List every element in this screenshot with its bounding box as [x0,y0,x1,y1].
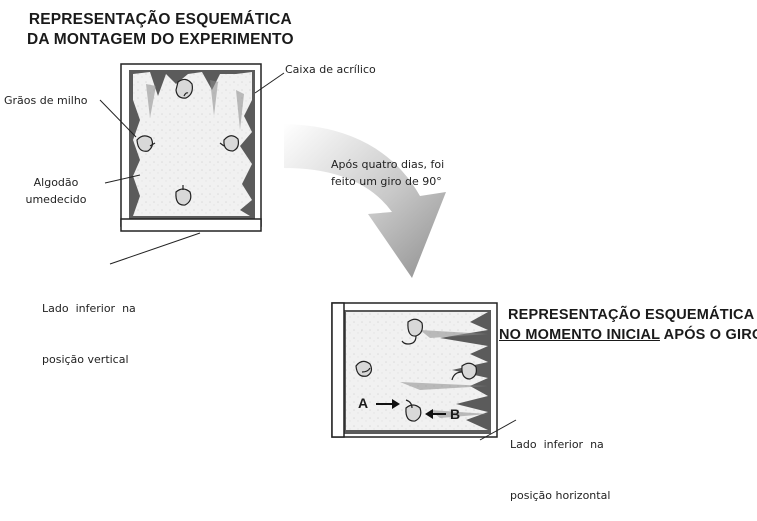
corn-grain [355,360,373,377]
label-algodao-line1: Algodão [33,176,79,189]
corn-grain [401,318,423,345]
leader-lado-horizontal [479,419,517,441]
corn-grain [175,78,193,99]
marker-a: A [358,395,369,411]
top-title-line2: DA MONTAGEM DO EXPERIMENTO [27,31,294,48]
label-algodao-line2: umedecido [25,193,87,206]
leader-lines-top [99,72,285,265]
corn-grain [219,135,240,152]
corn-grain [405,399,422,422]
top-title-line1: REPRESENTAÇÃO ESQUEMÁTICA [28,11,292,28]
moist-cotton-horizontal [346,312,488,430]
label-lado-vertical-line2: posição vertical [42,353,129,366]
label-graos-milho: Grãos de milho [4,94,88,107]
bottom-title-line1: REPRESENTAÇÃO ESQUEMÁTICA [507,307,755,323]
corn-grains-horizontal [355,318,477,422]
label-algodao: Algodão umedecido [14,174,98,208]
label-lado-horizontal-line2: posição horizontal [510,489,611,502]
label-caixa-acrilico: Caixa de acrílico [285,63,376,76]
bottom-title-line2: NO MOMENTO INICIAL APÓS O GIRO [499,325,757,345]
corn-grain [451,362,477,381]
bottom-title-rest: APÓS O GIRO [659,327,757,343]
rotation-arrow [284,124,446,278]
label-giro-line2: feito um giro de 90° [331,175,442,188]
bottom-title: REPRESENTAÇÃO ESQUEMÁTICA NO MOMENTO INI… [499,305,757,345]
corn-grain [175,185,192,206]
experiment-diagram [99,63,517,441]
leader-caixa [254,72,285,94]
moist-cotton-vertical [133,72,252,216]
corn-grain [136,135,156,152]
leader-lado-vertical [109,232,201,265]
label-giro: Após quatro dias, foi feito um giro de 9… [331,156,444,190]
leader-algodao [104,174,141,184]
marker-b: B [450,406,461,422]
marker-arrows [376,399,446,419]
label-lado-vertical-line1: Lado inferior na [42,302,136,315]
top-title: REPRESENTAÇÃO ESQUEMÁTICA DA MONTAGEM DO… [27,10,294,50]
label-lado-horizontal-line1: Lado inferior na [510,438,604,451]
label-lado-vertical: Lado inferior na posição vertical [42,266,136,385]
bottom-title-underlined: NO MOMENTO INICIAL [499,327,660,343]
leader-graos [99,99,137,138]
label-giro-line1: Após quatro dias, foi [331,158,445,171]
label-lado-horizontal: Lado inferior na posição horizontal [510,402,610,521]
corn-grains-vertical [136,78,240,206]
